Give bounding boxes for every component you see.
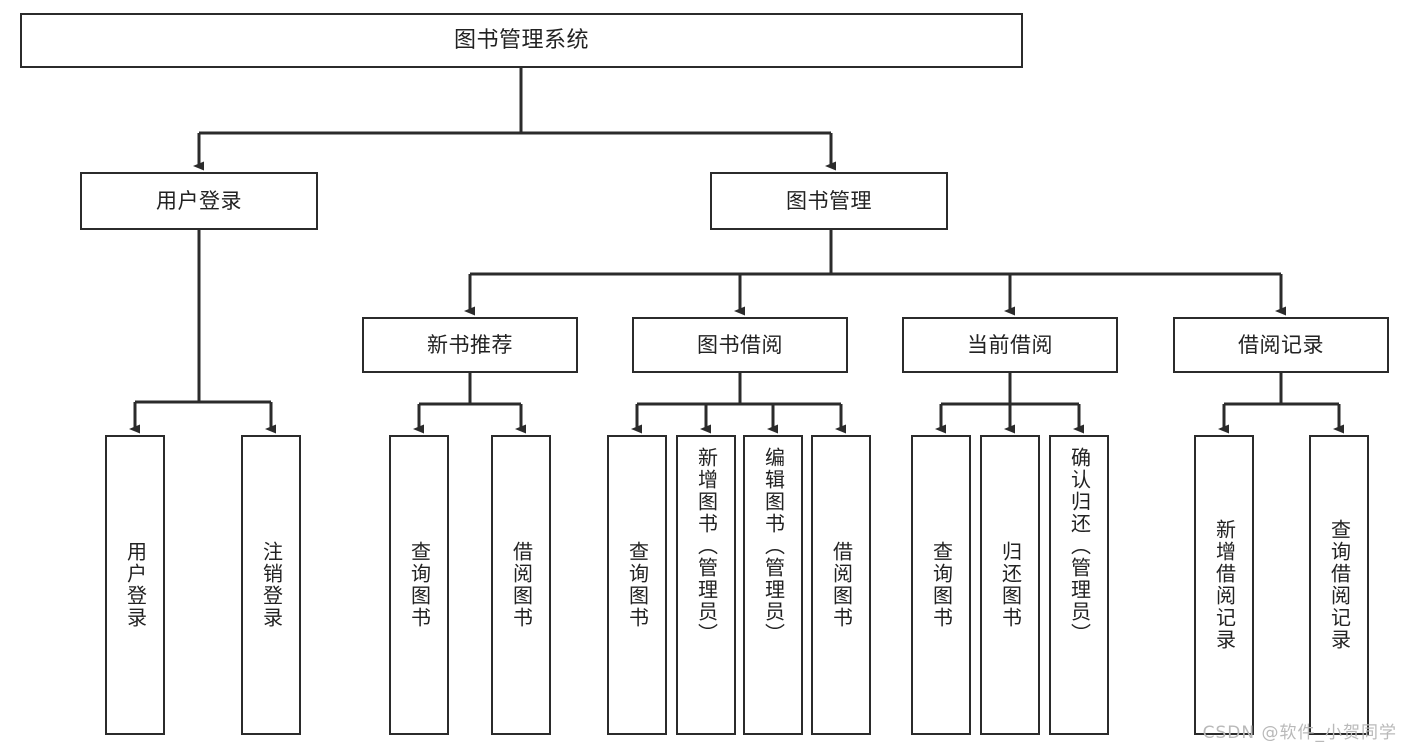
leaf-borrow-record-add-record[interactable]: 新增借阅记录 (1194, 435, 1254, 735)
leaf-user-login-login[interactable]: 用户登录 (105, 435, 165, 735)
leaf-book-borrow-add-book-admin[interactable]: 新增图书（管理员） (676, 435, 736, 735)
node-label: 查询图书 (929, 541, 954, 629)
node-label: 新书推荐 (427, 332, 513, 357)
leaf-current-borrow-query-book[interactable]: 查询图书 (911, 435, 971, 735)
leaf-user-login-logout[interactable]: 注销登录 (241, 435, 301, 735)
leaf-book-borrow-query-book[interactable]: 查询图书 (607, 435, 667, 735)
node-label: 确认归还（管理员） (1067, 447, 1092, 645)
leaf-new-book-borrow-book[interactable]: 借阅图书 (491, 435, 551, 735)
leaf-current-borrow-confirm-return-admin[interactable]: 确认归还（管理员） (1049, 435, 1109, 735)
node-label: 图书管理系统 (453, 27, 589, 53)
leaf-new-book-query-book[interactable]: 查询图书 (389, 435, 449, 735)
node-book-borrow[interactable]: 图书借阅 (632, 317, 848, 373)
node-label: 图书管理 (786, 188, 872, 213)
node-new-book-recommend[interactable]: 新书推荐 (362, 317, 578, 373)
node-label: 用户登录 (156, 188, 242, 213)
node-label: 查询图书 (625, 541, 650, 629)
leaf-borrow-record-query-record[interactable]: 查询借阅记录 (1309, 435, 1369, 735)
node-borrow-record[interactable]: 借阅记录 (1173, 317, 1389, 373)
node-current-borrow[interactable]: 当前借阅 (902, 317, 1118, 373)
node-label: 借阅图书 (509, 541, 534, 629)
node-label: 当前借阅 (967, 332, 1053, 357)
leaf-book-borrow-edit-book-admin[interactable]: 编辑图书（管理员） (743, 435, 803, 735)
node-user-login[interactable]: 用户登录 (80, 172, 318, 230)
node-label: 注销登录 (259, 541, 284, 629)
node-book-management[interactable]: 图书管理 (710, 172, 948, 230)
node-label: 用户登录 (123, 541, 148, 629)
node-label: 新增借阅记录 (1212, 519, 1237, 651)
node-root-book-management-system[interactable]: 图书管理系统 (20, 13, 1023, 68)
leaf-current-borrow-return-book[interactable]: 归还图书 (980, 435, 1040, 735)
node-label: 归还图书 (998, 541, 1023, 629)
node-label: 借阅记录 (1238, 332, 1324, 357)
node-label: 图书借阅 (697, 332, 783, 357)
node-label: 编辑图书（管理员） (761, 447, 786, 645)
leaf-book-borrow-borrow-book[interactable]: 借阅图书 (811, 435, 871, 735)
csdn-watermark: CSDN @软件_小贺同学 (1202, 723, 1397, 743)
node-label: 借阅图书 (829, 541, 854, 629)
node-label: 查询借阅记录 (1327, 519, 1352, 651)
node-label: 新增图书（管理员） (694, 447, 719, 645)
node-label: 查询图书 (407, 541, 432, 629)
